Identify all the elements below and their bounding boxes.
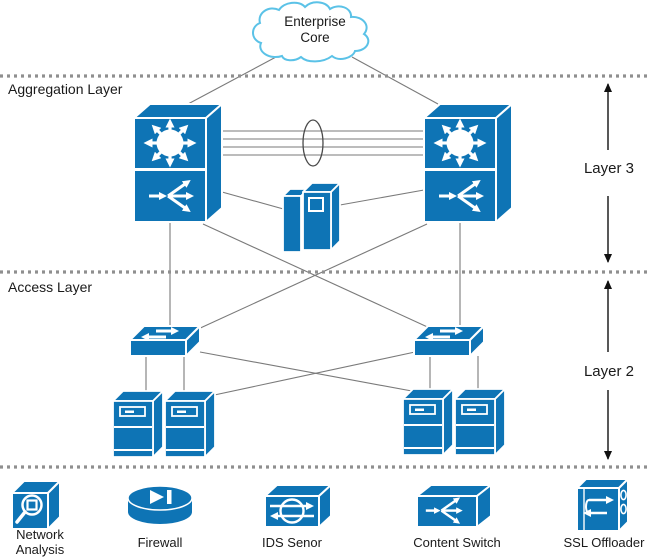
- server-icon-4: [454, 388, 506, 456]
- access-switch-left: [130, 326, 200, 356]
- content-switch-icon: [416, 484, 492, 528]
- legend-label-ids-sensor: IDS Senor: [262, 535, 322, 550]
- enterprise-core-cloud: [252, 1, 370, 63]
- link-left-agg-to-appliance: [221, 191, 288, 211]
- cloud-label: Enterprise Core: [284, 14, 346, 45]
- firewall-icon: [127, 485, 193, 524]
- legend-label-content-switch: Content Switch: [413, 535, 501, 550]
- multilayer-switch-right: [424, 104, 512, 222]
- ssl-offloader-icon: [576, 478, 629, 532]
- layer2-label: Layer 2: [583, 363, 635, 380]
- link-cloud-to-right-agg: [351, 56, 439, 105]
- link-server2-to-right-access: [204, 351, 416, 398]
- link-left-access-to-server3: [199, 351, 429, 395]
- aggregation-layer-label: Aggregation Layer: [8, 81, 123, 97]
- multilayer-switch-left: [134, 104, 222, 222]
- legend-label-network-analysis: Network Analysis: [15, 527, 65, 557]
- legend-label-firewall: Firewall: [137, 535, 183, 550]
- legend-label-ssl-offloader: SSL Offloader: [563, 535, 645, 550]
- link-cloud-to-left-agg: [187, 56, 277, 105]
- service-appliance-icon: [282, 182, 341, 253]
- link-right-agg-to-left-access: [195, 223, 428, 331]
- server-icon-2: [164, 390, 216, 458]
- access-layer-label: Access Layer: [8, 279, 93, 295]
- network-analysis-icon: [11, 480, 61, 530]
- layer3-label: Layer 3: [583, 160, 635, 177]
- etherchannel-ellipse: [302, 119, 324, 167]
- link-appliance-to-right-agg: [339, 189, 425, 206]
- access-switch-right: [414, 326, 484, 356]
- server-icon-1: [112, 390, 164, 458]
- link-left-agg-to-right-access: [202, 223, 435, 331]
- ids-sensor-icon: [264, 484, 332, 528]
- server-icon-3: [402, 388, 454, 456]
